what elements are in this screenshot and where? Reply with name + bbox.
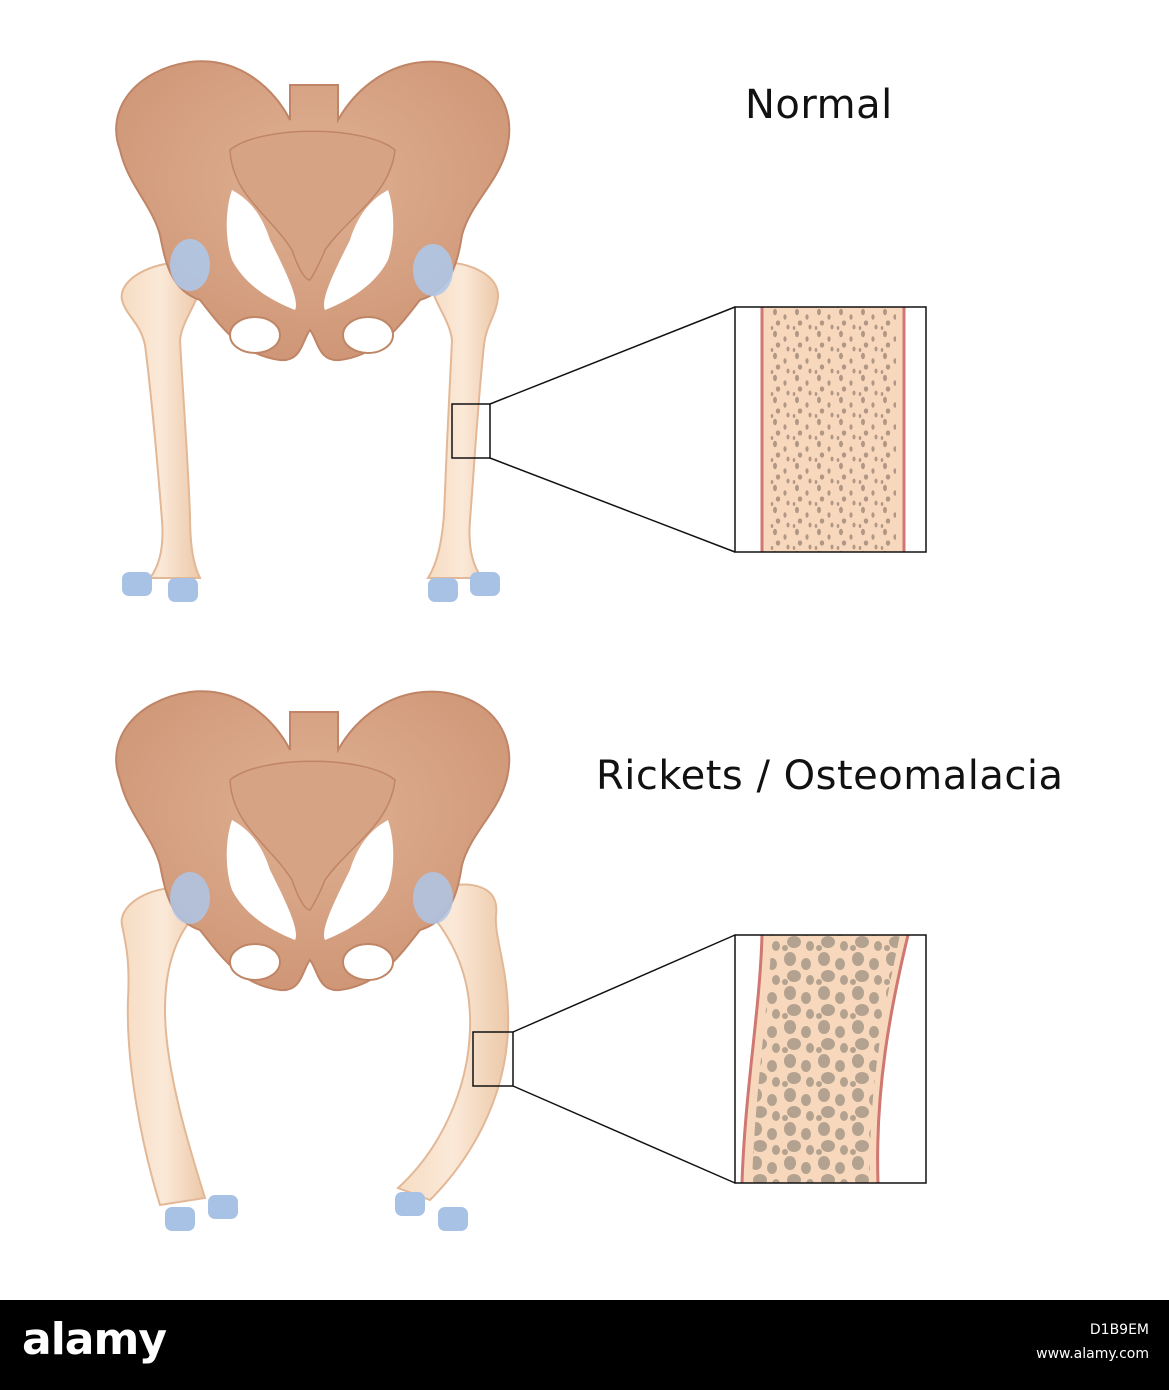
cartilage-icon — [208, 1195, 238, 1219]
femur-icon — [120, 260, 202, 579]
cartilage-icon — [470, 572, 500, 596]
zoom-region-box — [472, 1031, 514, 1087]
rickets-label: Rickets / Osteomalacia — [596, 753, 1064, 799]
site-url: www.alamy.com — [1036, 1346, 1149, 1362]
cartilage-icon — [438, 1207, 468, 1231]
femur-icon — [396, 883, 510, 1202]
rickets-pelvis-group — [115, 690, 511, 1231]
cartilage-icon — [428, 578, 458, 602]
normal-zoom-callout — [451, 306, 927, 553]
magnified-view-frame — [734, 934, 927, 1184]
normal-label: Normal — [745, 82, 893, 128]
pelvis-icon — [115, 60, 511, 362]
anatomy-illustration — [115, 60, 927, 1231]
pelvis-icon — [115, 690, 511, 992]
zoom-region-box — [451, 403, 491, 459]
bone-cross-section-icon — [735, 307, 926, 552]
femur-icon — [120, 886, 207, 1207]
rickets-zoom-callout — [472, 934, 927, 1184]
cartilage-icon — [168, 578, 198, 602]
hip-cartilage-icon — [413, 872, 453, 924]
image-id: D1B9EM — [1089, 1322, 1149, 1338]
hip-cartilage-icon — [170, 239, 210, 291]
hip-cartilage-icon — [170, 872, 210, 924]
femur-icon — [426, 260, 500, 579]
hip-cartilage-icon — [413, 244, 453, 296]
cartilage-icon — [395, 1192, 425, 1216]
normal-pelvis-group — [115, 60, 511, 602]
bone-cross-section-icon — [735, 935, 926, 1183]
brand-logo: alamy — [22, 1314, 167, 1365]
watermark-footer: alamy D1B9EM www.alamy.com — [0, 1300, 1169, 1390]
cartilage-icon — [165, 1207, 195, 1231]
cartilage-icon — [122, 572, 152, 596]
magnified-view-frame — [734, 306, 927, 553]
